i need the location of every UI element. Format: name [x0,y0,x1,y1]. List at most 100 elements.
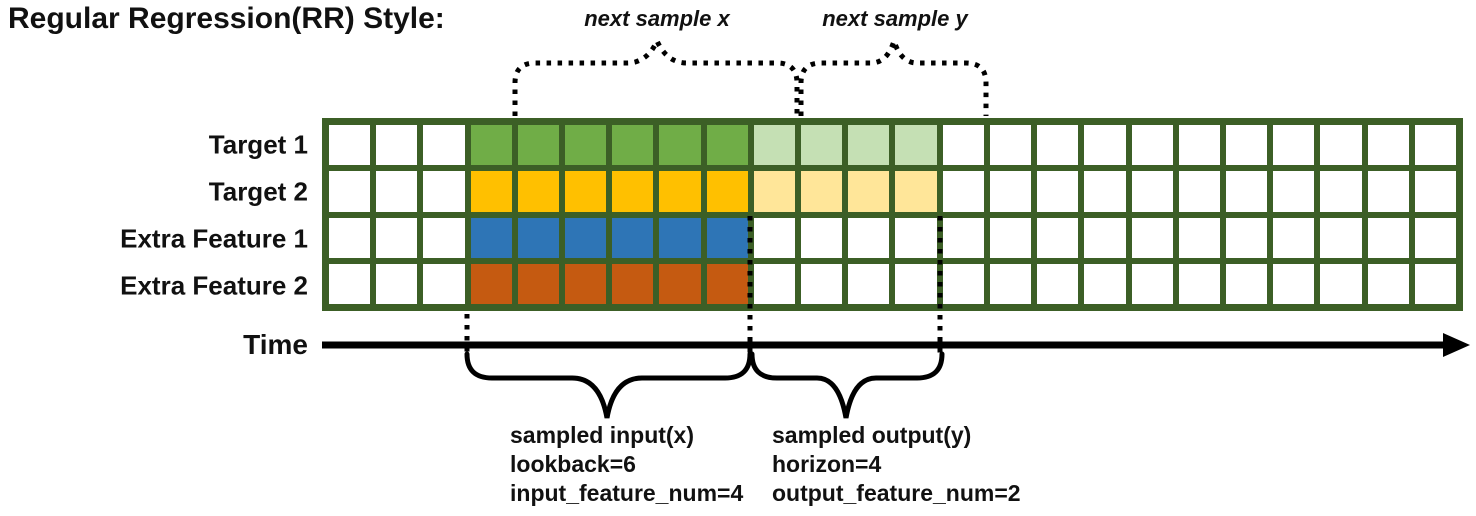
grid-cell [1273,171,1315,212]
grid-cell [1414,263,1456,304]
row-label-extra-feature-2: Extra Feature 2 [120,270,308,301]
grid-cell [942,217,984,258]
grid-cell [470,125,512,166]
time-arrow-head [1443,333,1470,357]
grid-cell [1367,263,1409,304]
sample-grid [322,118,1463,311]
grid-cell [989,217,1032,258]
grid-cell [753,263,796,304]
grid-cell [706,217,748,258]
grid-cell [612,125,654,166]
grid-cell [942,263,984,304]
grid-cell [376,217,418,258]
grid-cell [1225,217,1268,258]
next-sample-x-brace [512,34,800,116]
grid-cell [1178,171,1220,212]
grid-cell [517,217,560,258]
horizon-value: horizon=4 [772,451,882,477]
grid-cell [329,263,371,304]
grid-cell [1131,125,1173,166]
grid-cell [1414,217,1456,258]
grid-cell [565,263,607,304]
grid-cell [848,171,890,212]
grid-cell [1037,125,1079,166]
grid-cell [895,217,937,258]
grid-cell [706,263,748,304]
grid-cell [989,171,1032,212]
grid-cell [1131,263,1173,304]
grid-cell [1414,171,1456,212]
grid-cell [801,171,843,212]
grid-cell [423,171,465,212]
sampled-output-title: sampled output(y) [772,422,972,448]
grid-cell [895,263,937,304]
sampled-input-title: sampled input(x) [510,422,695,448]
grid-cell [329,171,371,212]
grid-cell [1320,263,1362,304]
grid-cell [612,171,654,212]
input-feature-num-value: input_feature_num=4 [510,480,744,506]
grid-cell [1367,125,1409,166]
row-label-target-2: Target 2 [208,176,308,207]
sampled-input-brace [464,351,753,419]
grid-cell [1273,125,1315,166]
grid-cell [848,217,890,258]
grid-cell [989,263,1032,304]
grid-cell [848,263,890,304]
row-label-target-1: Target 1 [208,129,308,160]
grid-cell [1225,171,1268,212]
grid-cell [1084,263,1126,304]
grid-cell [706,125,748,166]
grid-cell [801,263,843,304]
next-sample-x-label: next sample x [584,6,730,31]
grid-cell [753,171,796,212]
grid-cell [1414,125,1456,166]
grid-cell [1367,217,1409,258]
grid-cell [470,263,512,304]
grid-cell [423,217,465,258]
grid-cell [659,171,701,212]
grid-cell [895,125,937,166]
grid-cell [1178,125,1220,166]
grid-cell [517,171,560,212]
grid-cell [1273,217,1315,258]
row-label-extra-feature-1: Extra Feature 1 [120,223,308,254]
grid-cell [989,125,1032,166]
time-axis-label: Time [243,329,308,360]
grid-cell [423,263,465,304]
grid-cell [517,125,560,166]
grid-cell [801,125,843,166]
grid-cell [423,125,465,166]
grid-cell [659,125,701,166]
grid-cell [1367,171,1409,212]
grid-cell [612,263,654,304]
grid-cell [1320,217,1362,258]
grid-cell [329,217,371,258]
grid-cell [376,171,418,212]
grid-cell [470,217,512,258]
grid-cell [801,217,843,258]
grid-cell [565,125,607,166]
grid-cell [1084,125,1126,166]
lookback-value: lookback=6 [510,451,636,477]
grid-cell [753,217,796,258]
grid-cell [1225,125,1268,166]
next-sample-y-label: next sample y [822,6,968,31]
grid-cell [329,125,371,166]
grid-cell [848,125,890,166]
grid-cell [1320,171,1362,212]
grid-cell [612,217,654,258]
next-sample-y-brace [798,32,989,116]
grid-cell [1273,263,1315,304]
grid-cell [659,217,701,258]
grid-cell [1084,217,1126,258]
diagram-title: Regular Regression(RR) Style: [8,2,445,35]
grid-cell [659,263,701,304]
sampled-output-annotation: sampled output(y) horizon=4 output_featu… [772,421,1021,508]
grid-cell [1178,263,1220,304]
grid-cell [376,125,418,166]
grid-cell [895,171,937,212]
grid-cell [1131,217,1173,258]
grid-cell [565,217,607,258]
